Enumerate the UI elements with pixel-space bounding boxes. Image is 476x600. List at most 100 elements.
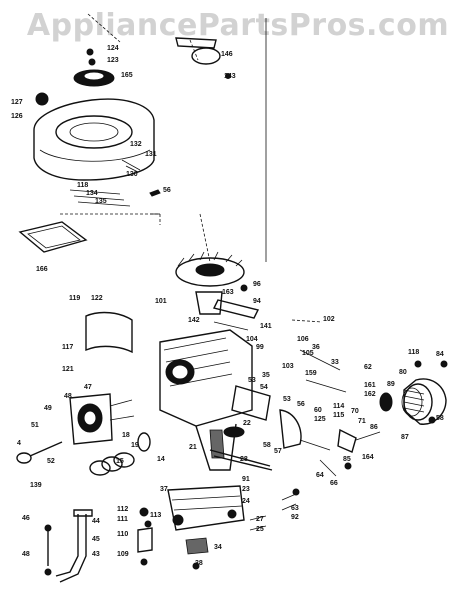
- cylinder-baffle: [85, 311, 133, 354]
- part-callout-105: 105: [302, 350, 314, 357]
- guide-lines: [60, 13, 323, 323]
- part-callout-112: 112: [117, 506, 128, 513]
- crankshaft: [209, 426, 273, 471]
- part-callout-106: 106: [297, 336, 309, 343]
- part-callout-163: 163: [222, 289, 234, 296]
- part-callout-122: 122: [91, 295, 103, 302]
- flywheel: [175, 251, 245, 315]
- part-callout-159: 159: [305, 370, 317, 377]
- part-callout-14: 14: [157, 456, 165, 463]
- bolts-lower: [249, 488, 300, 531]
- starter-pulley: [35, 48, 115, 106]
- fuel-cap: [175, 37, 231, 79]
- part-callout-102: 102: [323, 316, 335, 323]
- part-callout-121: 121: [62, 366, 74, 373]
- part-callout-15: 15: [116, 458, 124, 465]
- part-callout-85: 85: [343, 456, 351, 463]
- part-callout-141: 141: [260, 323, 272, 330]
- part-callout-118: 118: [77, 182, 88, 189]
- part-callout-22: 22: [243, 420, 251, 427]
- ignition-coil: [212, 284, 260, 331]
- part-callout-103: 103: [282, 363, 294, 370]
- part-callout-4: 4: [17, 440, 21, 447]
- part-callout-51: 51: [31, 422, 39, 429]
- part-callout-130: 130: [126, 171, 138, 178]
- part-callout-87: 87: [401, 434, 409, 441]
- part-callout-84: 84: [436, 351, 444, 358]
- gaskets: [89, 432, 151, 476]
- part-callout-62: 62: [364, 364, 372, 371]
- part-callout-25: 25: [256, 526, 264, 533]
- part-callout-162: 162: [364, 391, 376, 398]
- part-callout-132: 132: [130, 141, 142, 148]
- part-callout-48: 48: [64, 393, 72, 400]
- part-callout-166: 166: [36, 266, 48, 273]
- part-callout-117: 117: [62, 344, 73, 351]
- watermark: AppliancePartsPros.com: [26, 8, 450, 43]
- engine-block: [159, 329, 253, 471]
- part-callout-142: 142: [188, 317, 200, 324]
- part-callout-101: 101: [155, 298, 167, 305]
- part-callout-114: 114: [333, 403, 344, 410]
- part-callout-18: 18: [122, 432, 130, 439]
- part-callout-111: 111: [117, 516, 128, 523]
- part-callout-92: 92: [291, 514, 299, 521]
- part-callout-35: 35: [262, 372, 270, 379]
- part-callout-99: 99: [256, 344, 264, 351]
- part-callout-54: 54: [260, 384, 268, 391]
- part-callout-164: 164: [362, 454, 374, 461]
- part-callout-45: 45: [92, 536, 100, 543]
- part-callout-56: 56: [297, 401, 305, 408]
- part-callout-80: 80: [399, 369, 407, 376]
- fuel-line: [44, 509, 93, 583]
- part-callout-27: 27: [256, 516, 264, 523]
- part-callout-143: 143: [224, 73, 236, 80]
- oil-drain-plug: [137, 507, 153, 566]
- part-callout-58: 58: [263, 442, 271, 449]
- part-callout-53: 53: [248, 377, 256, 384]
- part-callout-47: 47: [84, 384, 92, 391]
- part-callout-24: 24: [242, 498, 250, 505]
- governor-linkage: [299, 428, 381, 477]
- part-callout-146: 146: [221, 51, 233, 58]
- part-callout-52: 52: [47, 458, 55, 465]
- part-callout-60: 60: [314, 407, 322, 414]
- part-callout-104: 104: [246, 336, 258, 343]
- part-callout-135: 135: [95, 198, 107, 205]
- part-callout-63: 63: [291, 505, 299, 512]
- air-filter-pad: [18, 221, 88, 253]
- part-callout-96: 96: [253, 281, 261, 288]
- part-callout-37: 37: [160, 486, 168, 493]
- part-callout-66: 66: [330, 480, 338, 487]
- blower-housing: [33, 98, 155, 181]
- part-callout-124: 124: [107, 45, 119, 52]
- part-callouts: 1241231651461431271261321311301181341355…: [11, 45, 444, 567]
- part-callout-131: 131: [145, 151, 157, 158]
- part-callout-119: 119: [69, 295, 80, 302]
- part-callout-71: 71: [358, 418, 366, 425]
- recoil-starter: [379, 360, 448, 425]
- part-callout-21: 21: [189, 444, 197, 451]
- part-callout-46: 46: [22, 515, 30, 522]
- part-callout-139: 139: [30, 482, 42, 489]
- part-callout-125: 125: [314, 416, 326, 423]
- part-callout-110: 110: [117, 531, 128, 538]
- part-callout-44: 44: [92, 518, 100, 525]
- part-callout-70: 70: [351, 408, 359, 415]
- part-callout-38: 38: [195, 560, 203, 567]
- part-callout-86: 86: [370, 424, 378, 431]
- part-callout-56: 56: [163, 187, 171, 194]
- part-callout-115: 115: [333, 412, 344, 419]
- part-callout-94: 94: [253, 298, 261, 305]
- part-callout-23: 23: [242, 486, 250, 493]
- engine-base: [167, 485, 245, 570]
- part-callout-28: 28: [240, 456, 248, 463]
- part-callout-123: 123: [107, 57, 119, 64]
- part-callout-57: 57: [274, 448, 282, 455]
- part-callout-134: 134: [86, 190, 98, 197]
- part-callout-58: 58: [436, 415, 444, 422]
- part-callout-64: 64: [316, 472, 324, 479]
- part-callout-36: 36: [312, 344, 320, 351]
- small-hardware-top: [69, 159, 161, 207]
